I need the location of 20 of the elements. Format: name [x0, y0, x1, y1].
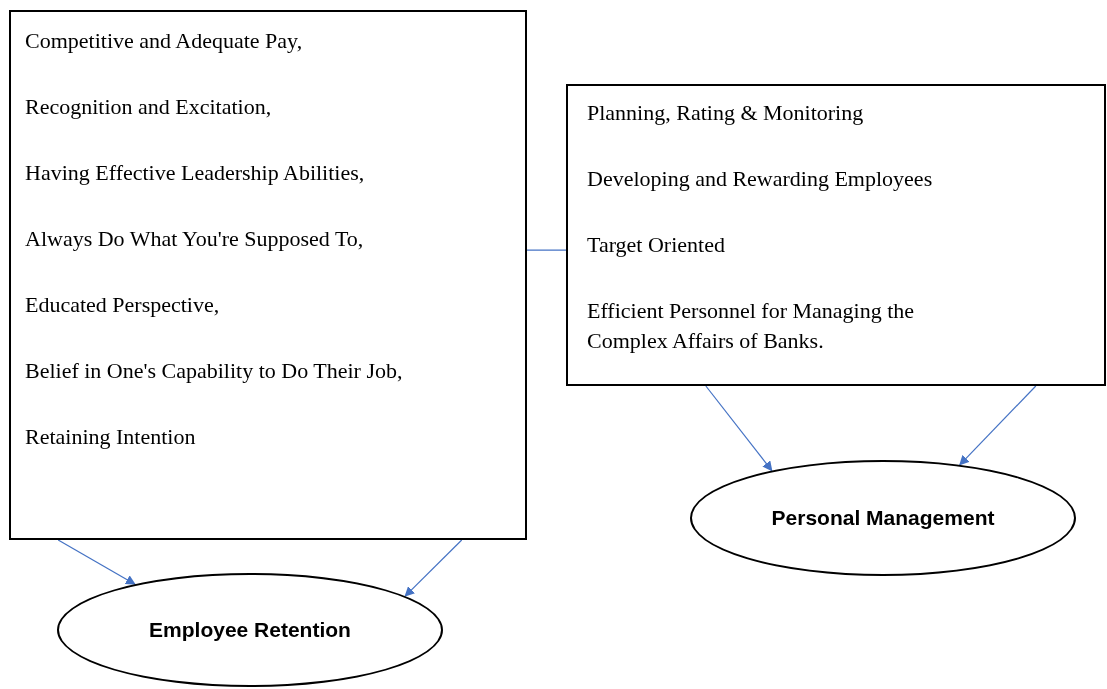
- text-box: [566, 84, 1106, 386]
- arrow: [959, 385, 1037, 466]
- list-item: Efficient Personnel for Managing the Complex Affairs of Banks.: [587, 297, 916, 355]
- list-item: Belief in One's Capability to Do Their Job,: [25, 357, 404, 385]
- list-item: Always Do What You're Supposed To,: [25, 225, 365, 253]
- node-label: Personal Management: [771, 505, 995, 532]
- list-item: Developing and Rewarding Employees: [587, 165, 934, 193]
- list-item: Educated Perspective,: [25, 291, 221, 319]
- arrow: [57, 539, 136, 585]
- arrow: [705, 385, 773, 472]
- list-item: Having Effective Leadership Abilities,: [25, 159, 366, 187]
- list-item: Retaining Intention: [25, 423, 197, 451]
- node-label: Employee Retention: [149, 617, 351, 644]
- text-box: [9, 10, 527, 540]
- list-item: Competitive and Adequate Pay,: [25, 27, 304, 55]
- list-item: Target Oriented: [587, 231, 726, 259]
- list-item: Recognition and Excitation,: [25, 93, 273, 121]
- list-item: Planning, Rating & Monitoring: [587, 99, 865, 127]
- connector-line: [526, 249, 567, 251]
- arrow: [404, 539, 463, 597]
